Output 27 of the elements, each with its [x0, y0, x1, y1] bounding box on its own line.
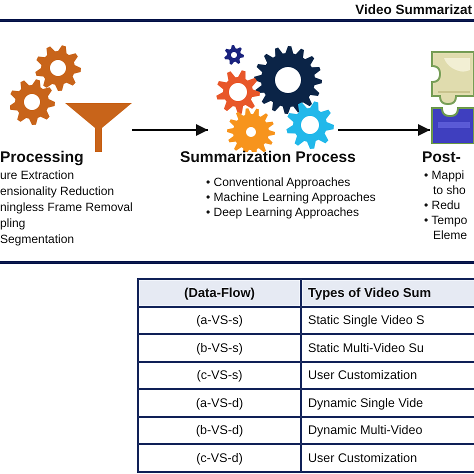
- bullet-item: • Deep Learning Approaches: [206, 205, 360, 220]
- bullet-item: • Tempo Eleme: [424, 213, 468, 243]
- list-item: pling: [0, 215, 26, 231]
- arrow: [132, 124, 208, 136]
- arrow: [338, 124, 430, 136]
- table-cell: Dynamic Multi-Video: [302, 418, 474, 445]
- bullet-item: • Redu: [424, 198, 462, 213]
- stage-heading: Processing: [0, 148, 85, 167]
- table-cell: (a-VS-s): [139, 308, 302, 335]
- list-item: Segmentation: [0, 231, 76, 247]
- table-header: Types of Video Sum: [302, 280, 474, 308]
- table-cell: User Customization: [302, 362, 474, 390]
- table-cell: (b-VS-d): [139, 418, 302, 445]
- stage-heading: Summarization Process: [180, 148, 357, 167]
- table-cell: (a-VS-d): [139, 390, 302, 418]
- table-cell: (b-VS-s): [139, 335, 302, 362]
- table-header: (Data-Flow): [139, 280, 302, 308]
- list-item: ningless Frame Removal: [0, 199, 133, 215]
- title: Video Summarizat: [355, 2, 472, 17]
- bullet-item: • Mappi to sho: [424, 168, 467, 198]
- list-item: ure Extraction: [0, 167, 76, 183]
- bullet-item: • Machine Learning Approaches: [206, 190, 376, 205]
- table-cell: (c-VS-s): [139, 362, 302, 390]
- table-cell: Static Single Video S: [302, 308, 474, 335]
- list-item: ensionality Reduction: [0, 183, 116, 199]
- stage-heading: Post-: [422, 148, 462, 167]
- bullet-item: • Conventional Approaches: [206, 175, 352, 190]
